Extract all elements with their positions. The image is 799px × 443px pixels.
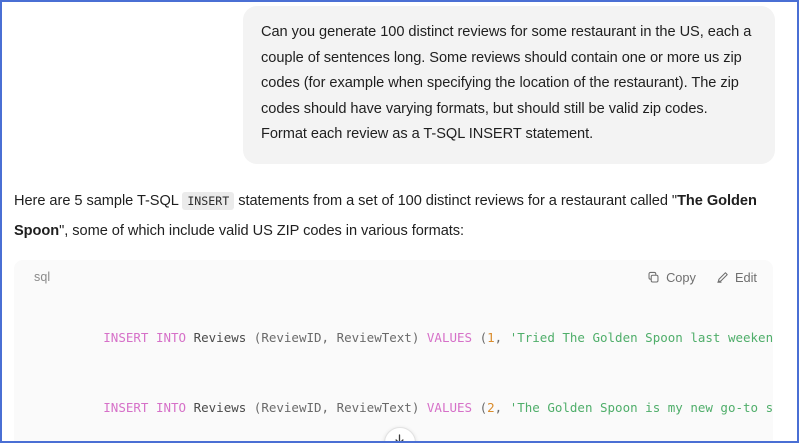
copy-button[interactable]: Copy [647,270,696,285]
sql-comma: , [494,399,510,415]
answer-tail-text: ", some of which include valid US ZIP co… [59,222,465,239]
pencil-icon [716,271,729,284]
code-block: sql Copy [14,259,773,441]
assistant-answer-paragraph: Here are 5 sample T-SQL INSERT statement… [2,164,797,246]
user-message-row: Can you generate 100 distinct reviews fo… [2,2,797,164]
code-line: INSERT INTO Reviews (ReviewID, ReviewTex… [14,372,773,441]
sql-number: 1 [487,329,495,345]
code-block-actions: Copy Edit [647,270,757,285]
code-block-body[interactable]: INSERT INTO Reviews (ReviewID, ReviewTex… [14,290,773,441]
code-language-label: sql [34,270,51,284]
sql-table: Reviews [186,329,254,345]
restaurant-name: The Golden Spoon [14,192,757,239]
copy-icon [647,271,660,284]
code-line: INSERT INTO Reviews (ReviewID, ReviewTex… [14,303,773,373]
edit-button[interactable]: Edit [716,270,757,285]
edit-button-label: Edit [734,269,757,285]
sql-string: 'The Golden Spoon is my new go-to spot i… [509,399,773,415]
sql-keyword: INSERT INTO [103,399,187,415]
chevron-down-icon [393,433,406,441]
sql-comma: , [494,329,510,345]
inline-code-insert: INSERT [182,191,235,210]
sql-table: Reviews [186,399,254,415]
answer-mid-text: statements from a set of 100 distinct re… [234,192,678,209]
sql-keyword: VALUES [426,329,473,345]
code-block-header: sql Copy [14,259,773,291]
sql-columns: (ReviewID, ReviewText) [253,329,427,345]
sql-number: 2 [487,399,495,415]
sql-keyword: INSERT INTO [103,329,187,345]
sql-paren: ( [472,399,488,415]
copy-button-label: Copy [666,269,696,285]
sql-string: 'Tried The Golden Spoon last weekend. Gr… [509,329,773,345]
user-message-bubble: Can you generate 100 distinct reviews fo… [243,6,775,164]
sql-paren: ( [472,329,488,345]
answer-lead-text: Here are 5 sample T-SQL [14,192,183,209]
sql-columns: (ReviewID, ReviewText) [253,399,427,415]
sql-keyword: VALUES [426,399,473,415]
